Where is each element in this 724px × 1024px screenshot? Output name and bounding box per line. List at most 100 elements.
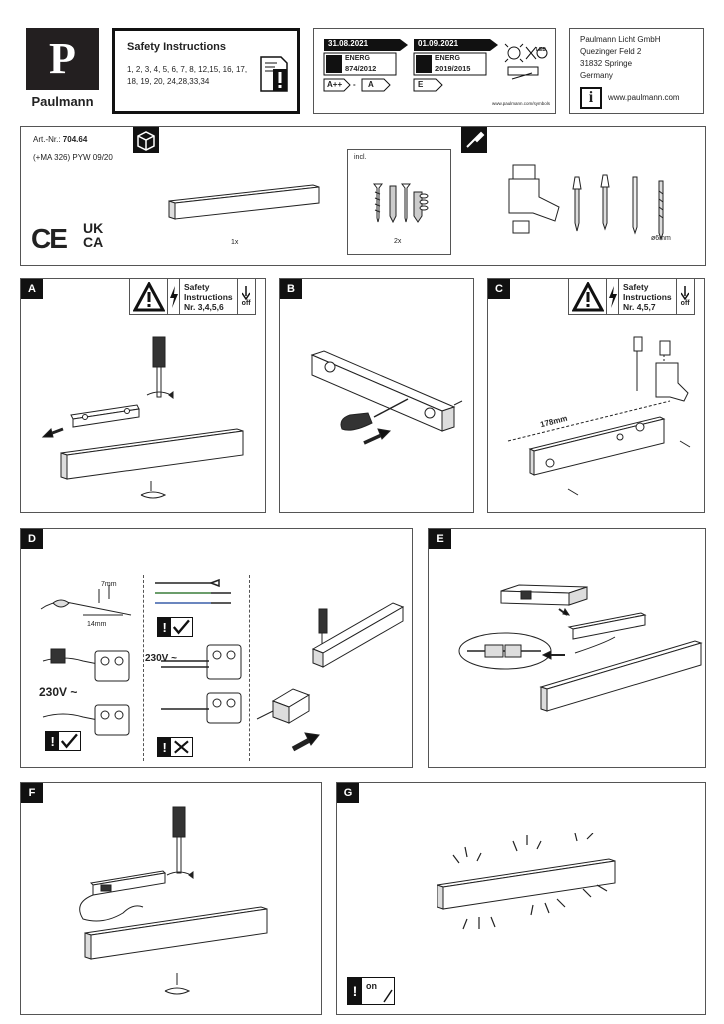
wire-colors-drawing <box>155 578 231 604</box>
panel-b-drawing <box>310 350 463 445</box>
light-bar-drawing <box>168 184 320 220</box>
cross-icon: ! <box>157 737 193 757</box>
drill-size: ø6mm <box>651 235 671 242</box>
energy-class-sep: - <box>353 80 356 89</box>
panel-e: E <box>428 528 706 768</box>
step-label-b: B <box>280 279 302 299</box>
safety-title: Safety Instructions <box>127 41 227 53</box>
article-number-label: Art.-Nr.: <box>33 135 61 144</box>
safety-instructions-box: Safety Instructions 1, 2, 3, 4, 5, 6, 7,… <box>112 28 300 114</box>
screwdriver-icon <box>466 131 485 148</box>
energy-word-new: ENERG <box>435 55 460 62</box>
panel-d: D 7mm 14mm 230V ~ ! <box>20 528 413 768</box>
down-arrow-icon <box>681 286 690 300</box>
step-label-g: G <box>337 783 359 803</box>
logo-letter: P <box>49 34 76 83</box>
energy-reg-new: 2019/2015 <box>435 64 471 73</box>
voltage-label-2: 230V ~ <box>145 653 177 664</box>
warn-nr-a: Nr. 3,4,5,6 <box>184 301 224 312</box>
lightning-icon <box>169 285 178 308</box>
company-box: Paulmann Licht GmbH Quezinger Feld 2 318… <box>569 28 704 114</box>
terminal-insert-drawing <box>42 648 130 736</box>
panel-f: F <box>20 782 322 1015</box>
panel-c: C Safety Instructions Nr. 4,5,7 off <box>487 278 705 513</box>
check-icon-right: ! <box>157 617 193 637</box>
company-line-1: Paulmann Licht GmbH <box>580 35 661 44</box>
panel-c-drawing <box>507 336 691 496</box>
warning-triangle-icon <box>571 281 604 311</box>
lit-light-drawing <box>437 833 616 930</box>
article-number: Art.-Nr.: 704.64 <box>33 135 87 145</box>
energy-class-old-from: A++ <box>327 80 343 89</box>
package-icon-tab <box>133 127 159 153</box>
energy-word-old: ENERG <box>345 55 370 62</box>
article-code: (+MA 326) PYW 09/20 <box>33 153 113 162</box>
energy-label-box: 31.08.2021 01.09.2021 ENERG 874/2012 ENE… <box>313 28 556 114</box>
ce-mark: CE <box>31 223 68 254</box>
panel-g: G ! on <box>336 782 706 1015</box>
energy-reg-old: 874/2012 <box>345 64 377 73</box>
warn-title-a-1: Safety <box>184 281 210 292</box>
panel-a-drawing <box>41 336 244 499</box>
on-switch-icon: ! on <box>347 977 395 1005</box>
manual-warning-icon <box>260 56 288 92</box>
energy-date-old: 31.08.2021 <box>328 39 369 48</box>
info-glyph: i <box>588 89 594 106</box>
included-parts-box: incl. 2x <box>347 149 451 255</box>
panel-e-drawing <box>458 584 703 712</box>
warning-triangle-icon <box>132 281 165 311</box>
screws-anchors-icon <box>373 183 429 224</box>
safety-numbers-1: 1, 2, 3, 4, 5, 6, 7, 8, 12,15, 16, 17, <box>127 65 248 74</box>
strip-14mm: 14mm <box>87 621 107 628</box>
company-line-3: 31832 Springe <box>580 59 633 68</box>
warn-title-a-2: Instructions <box>184 291 233 302</box>
on-label: on <box>366 981 377 991</box>
panel-f-drawing <box>79 806 268 995</box>
warn-nr-c: Nr. 4,5,7 <box>623 301 656 312</box>
panel-b: B <box>279 278 474 513</box>
energy-class-new: E <box>418 80 424 89</box>
energy-class-old-to: A <box>368 80 374 89</box>
driver-box-drawing <box>256 602 405 752</box>
screws-quantity: 2x <box>394 238 402 245</box>
safety-numbers-2: 18, 19, 20, 24,28,33,34 <box>127 77 210 86</box>
ukca-line-1: UK <box>83 220 104 236</box>
terminal-correct-drawing <box>161 644 242 680</box>
led-badge: LED <box>536 47 546 53</box>
step-label-a: A <box>21 279 43 299</box>
step-label-e: E <box>429 529 451 549</box>
article-number-value: 704.64 <box>62 135 88 144</box>
company-website: www.paulmann.com <box>608 93 680 102</box>
light-quantity: 1x <box>231 239 239 246</box>
tools-icon-tab <box>461 127 487 153</box>
warn-title-c-2: Instructions <box>623 291 672 302</box>
article-contents-box: Art.-Nr.: 704.64 (+MA 326) PYW 09/20 CE … <box>20 126 706 266</box>
off-label-c: off <box>680 300 690 307</box>
tools-drawing <box>508 164 664 241</box>
brand-name: Paulmann <box>31 94 94 109</box>
company-line-2: Quezinger Feld 2 <box>580 47 642 56</box>
company-line-4: Germany <box>580 71 613 80</box>
step-label-c: C <box>488 279 510 299</box>
ukca-line-2: CA <box>83 234 104 250</box>
safety-warning-c: Safety Instructions Nr. 4,5,7 off <box>568 279 695 315</box>
warn-title-c-1: Safety <box>623 281 649 292</box>
lightning-icon <box>608 285 617 308</box>
voltage-label-1: 230V ~ <box>39 685 78 699</box>
package-icon <box>137 131 155 151</box>
incl-label: incl. <box>354 154 367 161</box>
step-label-f: F <box>21 783 43 803</box>
off-label-a: off <box>241 300 251 307</box>
terminal-wrong-drawing <box>161 692 242 724</box>
safety-warning-a: Safety Instructions Nr. 3,4,5,6 off <box>129 279 256 315</box>
check-icon-left: ! <box>45 731 81 751</box>
energy-date-new: 01.09.2021 <box>418 39 459 48</box>
strip-7mm: 7mm <box>101 581 117 588</box>
step-label-d: D <box>21 529 43 549</box>
ukca-mark: UK CA <box>83 221 103 249</box>
wire-strip-drawing <box>40 585 132 616</box>
paulmann-logo: P Paulmann <box>26 28 99 110</box>
energy-url: www.paulmann.com/symbols <box>492 101 551 106</box>
info-icon: i <box>580 87 602 109</box>
panel-a: A Safety Instructions Nr. 3,4,5,6 off <box>20 278 266 513</box>
